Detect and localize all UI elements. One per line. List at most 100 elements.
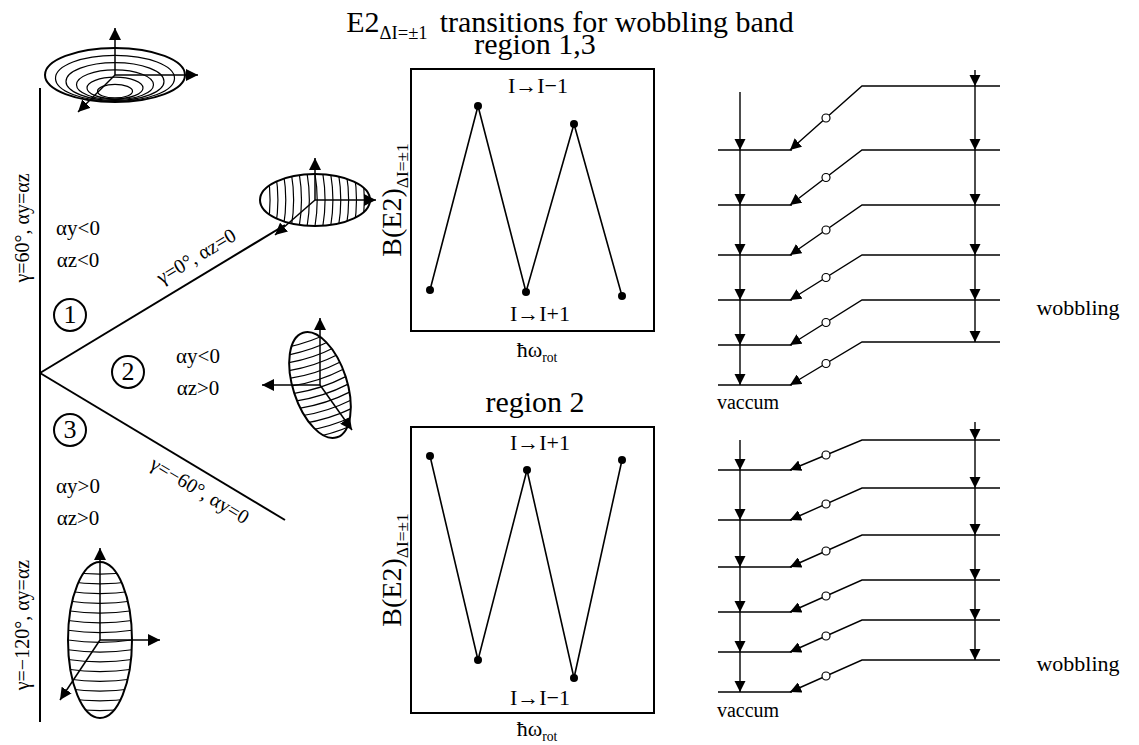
e2-transition	[974, 440, 975, 488]
axis-label: ħωrot	[517, 339, 558, 361]
axis-arrow	[78, 75, 115, 112]
wobbling-transition	[790, 488, 880, 520]
e2-transition	[974, 422, 975, 440]
e2-transition	[974, 535, 975, 580]
label-text: γ=0°, αz=0	[152, 224, 239, 289]
band-label: wobbling	[1036, 297, 1119, 319]
e2-transition	[974, 620, 975, 660]
circled-number: 1	[64, 302, 77, 328]
axis-label: ħωrot	[517, 718, 558, 740]
region-condition: αz<0	[57, 250, 100, 271]
e2-transition	[739, 150, 740, 205]
gamma-line	[39, 88, 41, 373]
boundary-label: γ=60°, αy=αz	[12, 173, 32, 282]
subscript: ΔI=±1	[393, 513, 412, 558]
level-line	[718, 519, 792, 520]
region-number: 3	[53, 413, 87, 447]
e2-transition	[739, 520, 740, 567]
wobbling-transition	[790, 660, 880, 692]
axis-arrow	[100, 639, 160, 641]
wobbling-transition	[790, 255, 880, 300]
e2-transition	[739, 300, 740, 345]
e2-transition	[739, 567, 740, 612]
axis-arrow	[60, 640, 100, 700]
data-point	[570, 674, 578, 682]
ellipsoid	[262, 318, 363, 448]
transition-marker	[822, 226, 830, 234]
transition-marker	[822, 274, 830, 282]
transition-marker	[822, 451, 830, 459]
level-line	[718, 469, 792, 470]
label-text: E2	[346, 5, 379, 38]
circled-number: 3	[64, 417, 77, 443]
transition-marker	[822, 114, 830, 122]
level-line	[718, 204, 792, 205]
e2-transition	[739, 345, 740, 385]
data-point	[426, 286, 434, 294]
axis-arrow	[262, 384, 320, 386]
wobbling-transition	[790, 580, 880, 612]
e2-transition	[974, 255, 975, 300]
level-scheme	[718, 70, 1000, 385]
wobbling-transition	[790, 440, 880, 470]
level-line	[718, 611, 792, 612]
band-label: wobbling	[1036, 653, 1119, 675]
wobbling-transition	[790, 342, 880, 385]
region-condition: αy<0	[176, 346, 220, 367]
level-scheme	[718, 422, 1000, 692]
gamma-line	[40, 373, 285, 520]
subscript: ΔI=±1	[380, 22, 428, 43]
label-text: αy<0	[176, 344, 220, 368]
title-text: transitions for wobbling band	[440, 5, 794, 38]
region-condition: αz>0	[57, 508, 100, 529]
level-line	[880, 487, 1000, 488]
axis-arrow	[320, 385, 352, 430]
plot-title: region 2	[485, 387, 584, 417]
data-point	[618, 292, 626, 300]
e2-transition	[739, 652, 740, 692]
data-point	[474, 102, 482, 110]
transition-marker	[822, 632, 830, 640]
region-number: 1	[53, 298, 87, 332]
circled-number: 2	[122, 359, 135, 385]
subscript: rot	[542, 350, 557, 365]
zigzag-line	[430, 456, 622, 678]
subscript: ΔI=±1	[393, 143, 412, 188]
e2-transition	[974, 488, 975, 535]
transition-marker	[822, 547, 830, 555]
level-line	[718, 299, 792, 300]
label-text: vaccum	[717, 391, 779, 413]
band-label: vaccum	[717, 392, 779, 412]
data-point	[522, 288, 530, 296]
level-line	[880, 204, 1000, 205]
e2-transition	[974, 150, 975, 205]
zigzag-line	[430, 106, 622, 296]
data-point	[426, 452, 434, 460]
label-text: γ=−60°, αy=0	[147, 452, 254, 528]
wobbling-transition	[790, 300, 880, 345]
region-number: 2	[111, 355, 145, 389]
data-point	[474, 656, 482, 664]
boundary-label: γ=0°, αz=0	[153, 225, 239, 288]
label-text: αy>0	[56, 474, 100, 498]
label-text: B(E2)	[376, 558, 407, 626]
e2-transition	[739, 612, 740, 652]
level-line	[880, 299, 1000, 300]
level-line	[718, 384, 792, 385]
e2-transition	[974, 580, 975, 620]
band-label: vaccum	[717, 700, 779, 720]
wobbling-transition	[790, 620, 880, 652]
e2-transition	[974, 86, 975, 150]
level-line	[718, 566, 792, 567]
gamma-lines	[40, 88, 285, 722]
level-line	[880, 579, 1000, 580]
transition-label: I→I−1	[508, 75, 568, 97]
e2-transition	[739, 470, 740, 520]
transition-label: I→I−1	[510, 687, 570, 709]
ellipsoid	[260, 158, 376, 235]
axis-label: B(E2)ΔI=±1	[378, 143, 406, 256]
plot-frame: region 1,3I→I−1I→I+1	[410, 68, 655, 332]
ellipsoid	[45, 28, 198, 112]
level-line	[718, 254, 792, 255]
gamma-line	[39, 373, 41, 722]
